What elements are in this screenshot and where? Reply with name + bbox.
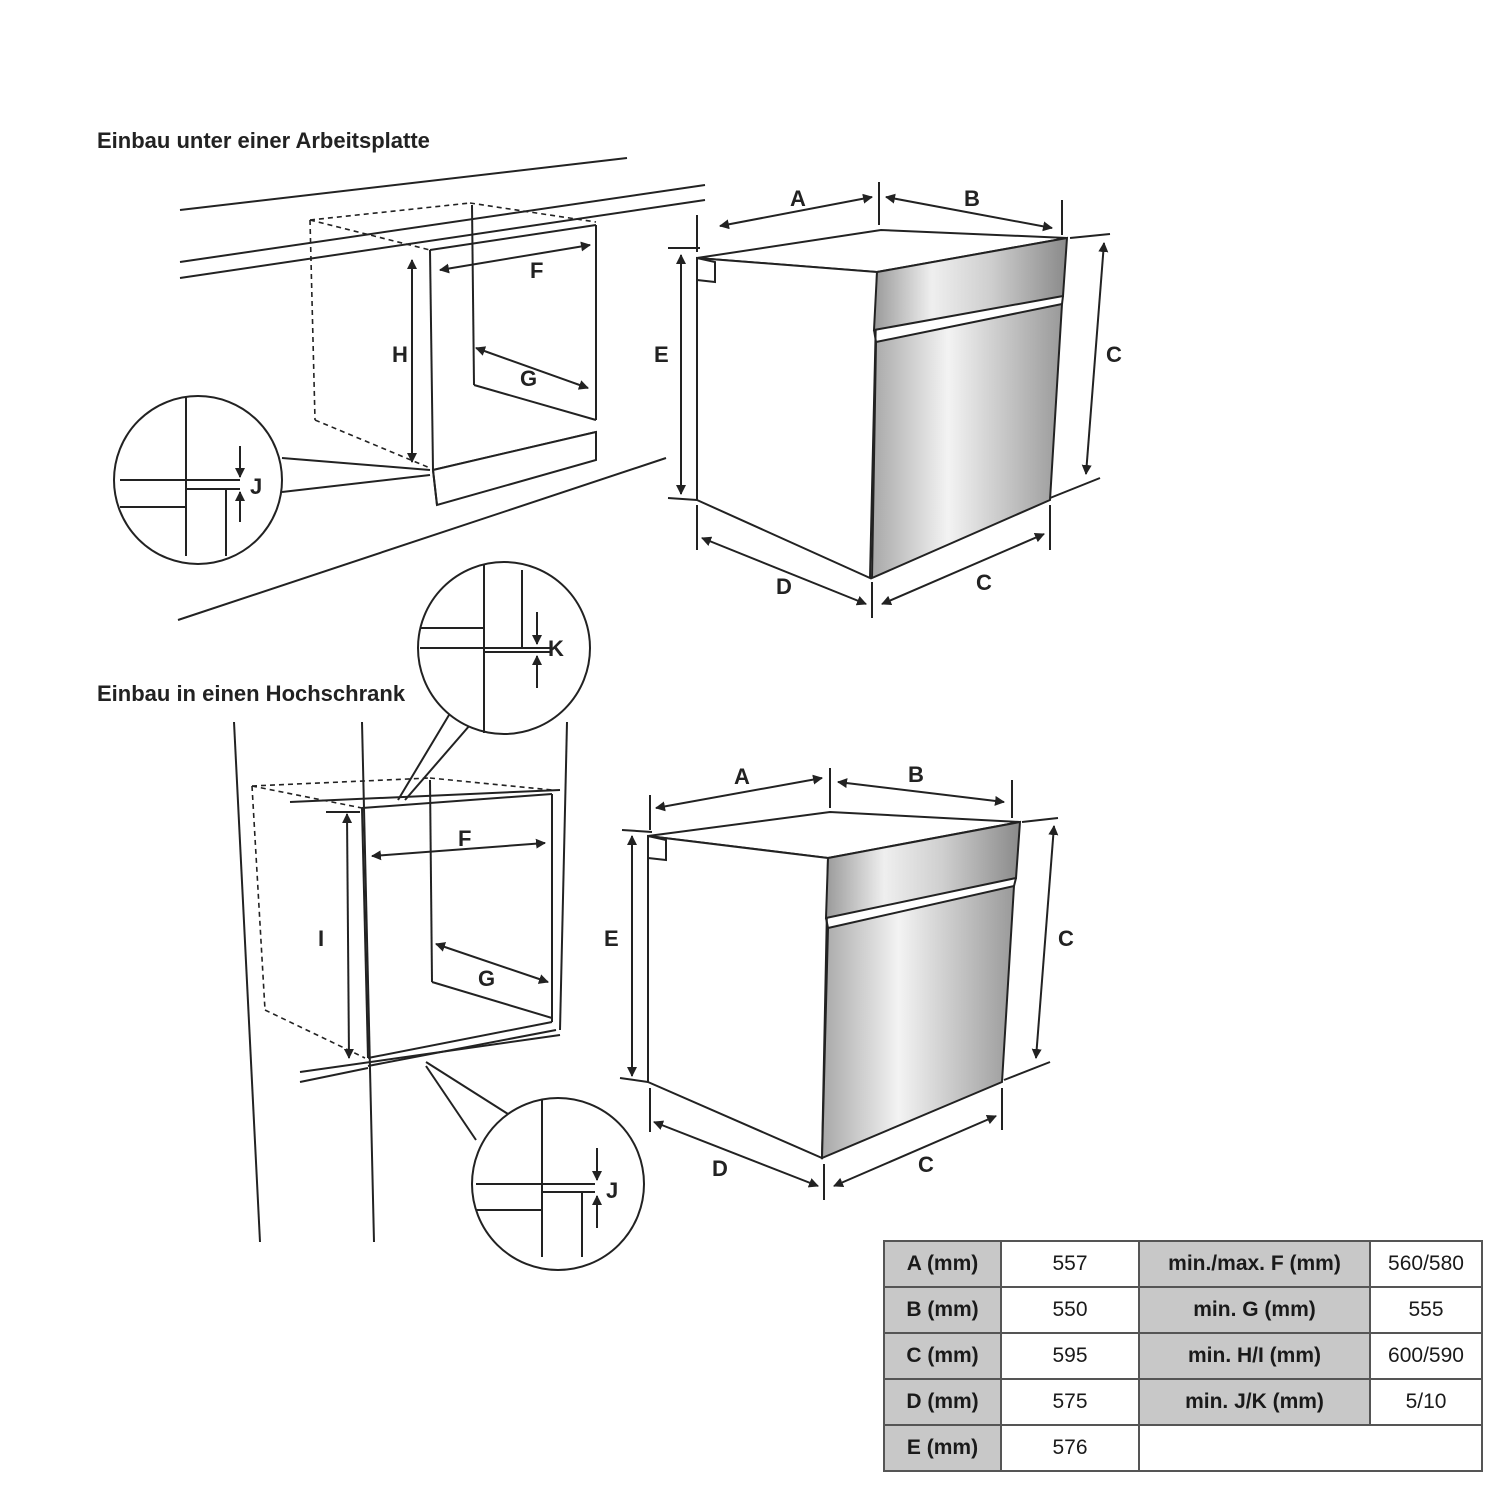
- table-key: min. G (mm): [1138, 1286, 1371, 1334]
- dim-line-f-bottom: [371, 838, 546, 861]
- label-i: I: [318, 926, 324, 951]
- oven-drawing-bottom: [647, 810, 1022, 1160]
- table-value: 5/10: [1369, 1378, 1483, 1426]
- detail-circle-j-bottom: [425, 1061, 645, 1271]
- label-e-bottom: E: [604, 926, 619, 951]
- detail-circle-j-top: [113, 395, 431, 565]
- table-row: C (mm) 595 min. H/I (mm) 600/590: [883, 1332, 1483, 1380]
- label-h: H: [392, 342, 408, 367]
- table-row: D (mm) 575 min. J/K (mm) 5/10: [883, 1378, 1483, 1426]
- table-row: B (mm) 550 min. G (mm) 555: [883, 1286, 1483, 1334]
- table-value: 600/590: [1369, 1332, 1483, 1380]
- dim-line-c-right-top: [1081, 242, 1109, 475]
- table-key: min. H/I (mm): [1138, 1332, 1371, 1380]
- dim-line-a-bottom: [655, 774, 823, 812]
- table-value: 550: [1000, 1286, 1140, 1334]
- label-d-bottom: D: [712, 1156, 728, 1181]
- worktop-cabinet-drawing: [177, 157, 706, 621]
- dim-line-g-top: [475, 346, 589, 390]
- dim-line-d-bottom: [653, 1120, 819, 1188]
- table-value: 560/580: [1369, 1240, 1483, 1288]
- table-key: B (mm): [883, 1286, 1002, 1334]
- label-g-bottom: G: [478, 966, 495, 991]
- label-c-right-top: C: [1106, 342, 1122, 367]
- label-c-right-bottom: C: [1058, 926, 1074, 951]
- label-c-bottom-top: C: [976, 570, 992, 595]
- label-j-top: J: [250, 474, 262, 499]
- dim-line-f-top: [439, 241, 591, 274]
- label-a-bottom: A: [734, 764, 750, 789]
- table-value: 595: [1000, 1332, 1140, 1380]
- dimensions-table: A (mm) 557 min./max. F (mm) 560/580 B (m…: [883, 1240, 1483, 1472]
- table-value: 557: [1000, 1240, 1140, 1288]
- dim-line-d-top: [701, 536, 867, 606]
- dim-line-c-bottom-bottom: [833, 1114, 997, 1188]
- label-k: K: [548, 636, 564, 661]
- tall-cabinet-drawing: [233, 721, 568, 1243]
- table-row: E (mm) 576: [883, 1424, 1483, 1472]
- oven-dimensions-bottom: [619, 768, 1059, 1200]
- label-b-top: B: [964, 186, 980, 211]
- label-g-top: G: [520, 366, 537, 391]
- label-e-top: E: [654, 342, 669, 367]
- label-d-top: D: [776, 574, 792, 599]
- table-key: min. J/K (mm): [1138, 1378, 1371, 1426]
- label-b-bottom: B: [908, 762, 924, 787]
- table-key: min./max. F (mm): [1138, 1240, 1371, 1288]
- dim-line-c-right-bottom: [1031, 825, 1059, 1059]
- dim-line-b-bottom: [837, 778, 1005, 806]
- dim-line-c-bottom-top: [881, 532, 1045, 606]
- dim-line-b-top: [885, 193, 1053, 232]
- table-row: A (mm) 557 min./max. F (mm) 560/580: [883, 1240, 1483, 1288]
- dim-line-g-bottom: [435, 942, 549, 984]
- oven-drawing-top: [696, 228, 1069, 580]
- table-key: A (mm): [883, 1240, 1002, 1288]
- worktop-cabinet-dimensions: [407, 241, 591, 463]
- dim-line-i: [342, 813, 354, 1059]
- table-key: D (mm): [883, 1378, 1002, 1426]
- section-heading-worktop: Einbau unter einer Arbeitsplatte: [97, 128, 430, 153]
- label-f-bottom: F: [458, 826, 471, 851]
- oven-dimensions-top: [667, 182, 1111, 618]
- table-value: 576: [1000, 1424, 1140, 1472]
- tall-cabinet-dimensions: [326, 811, 549, 1059]
- table-key: C (mm): [883, 1332, 1002, 1380]
- label-j-bottom: J: [606, 1178, 618, 1203]
- table-value: 575: [1000, 1378, 1140, 1426]
- label-a-top: A: [790, 186, 806, 211]
- label-f-top: F: [530, 258, 543, 283]
- table-empty-cell: [1138, 1424, 1483, 1472]
- table-key: E (mm): [883, 1424, 1002, 1472]
- table-value: 555: [1369, 1286, 1483, 1334]
- dim-line-a-top: [719, 193, 873, 230]
- detail-circle-k: [397, 561, 591, 801]
- label-c-bottom-bottom: C: [918, 1152, 934, 1177]
- section-heading-tall-cabinet: Einbau in einen Hochschrank: [97, 681, 406, 706]
